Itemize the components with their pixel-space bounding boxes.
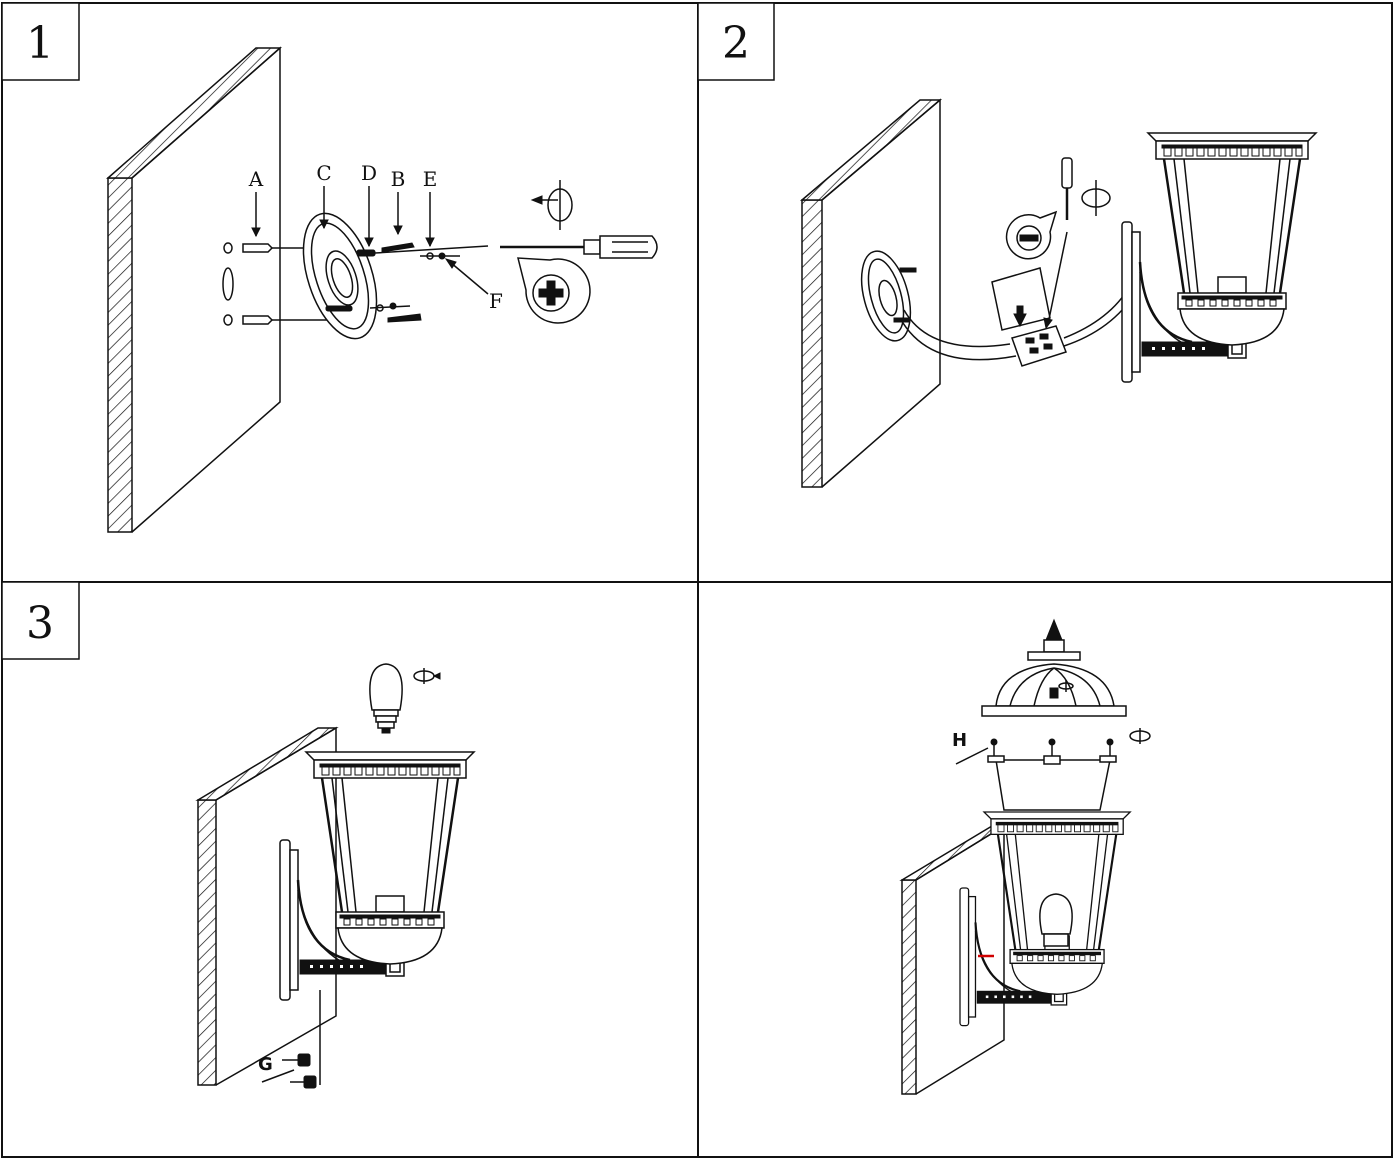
label-a: A	[248, 167, 264, 191]
roof-screws: H	[952, 728, 1151, 765]
detail-magnifier-slotted	[1005, 210, 1058, 260]
wall	[195, 726, 339, 1086]
wall	[106, 46, 282, 533]
lamp-assembly	[278, 750, 476, 1002]
step-1-number: 1	[26, 18, 54, 69]
part-labels: A C D B E F	[248, 161, 503, 313]
lamp-assembly	[1120, 131, 1318, 384]
screwdriver-small	[1043, 157, 1111, 330]
label-h: H	[952, 730, 967, 751]
step-2-panel: 2	[697, 2, 1318, 488]
label-b: B	[391, 167, 406, 191]
step-3-panel: 3 G	[1, 581, 476, 1089]
label-d: D	[361, 161, 377, 185]
light-bulb	[369, 663, 441, 734]
mounting-plate	[302, 212, 378, 340]
terminal-block	[991, 267, 1067, 367]
screws-and-nuts	[356, 242, 489, 323]
wall	[799, 98, 943, 488]
wall-holes	[222, 242, 234, 326]
lamp-roof	[981, 618, 1127, 717]
label-f: F	[489, 289, 503, 313]
wall	[899, 824, 1007, 1095]
screwdriver	[500, 180, 658, 259]
step-2-number: 2	[722, 18, 750, 69]
step-1-panel: 1	[1, 2, 658, 533]
glass-top-panel	[987, 755, 1117, 811]
label-g: G	[258, 1054, 273, 1075]
detail-magnifier-phillips	[517, 257, 591, 324]
label-e: E	[423, 167, 438, 191]
screw-caps: G	[258, 990, 321, 1089]
label-c: C	[316, 161, 331, 185]
step-3-number: 3	[26, 598, 54, 649]
step-4-panel: H	[899, 618, 1151, 1095]
lamp-assembly	[958, 810, 1132, 1027]
